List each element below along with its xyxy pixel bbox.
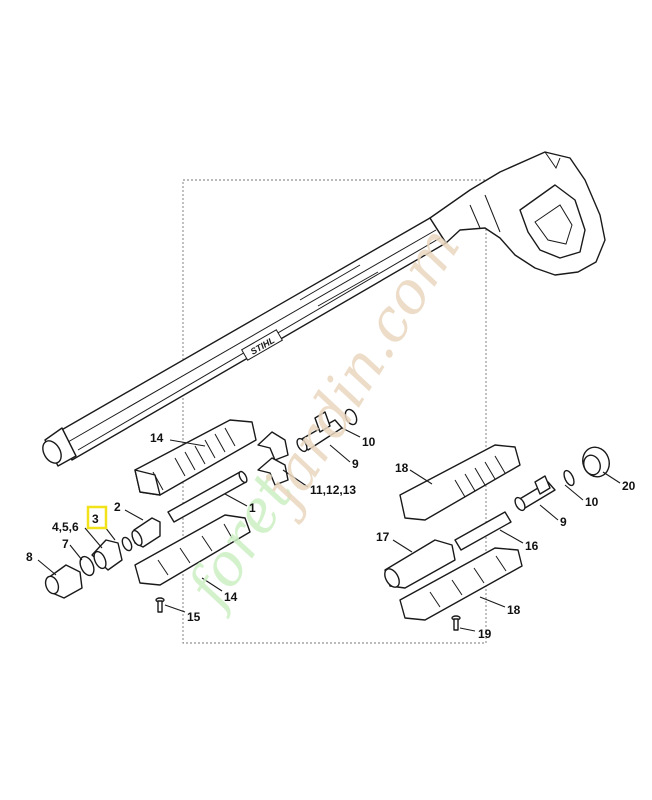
callout-16: 16 xyxy=(525,539,539,553)
callout-4-5-6: 4,5,6 xyxy=(52,520,79,534)
part-7-o-ring xyxy=(79,555,95,577)
part-14-upper-shell xyxy=(134,419,257,496)
callout-15: 15 xyxy=(187,610,201,624)
part-1-tube xyxy=(167,470,248,523)
callout-3: 3 xyxy=(92,512,99,526)
part-10-o-ring xyxy=(344,408,358,426)
part-15-screw xyxy=(155,597,165,613)
part-2-fitting xyxy=(131,517,161,548)
part-19-screw xyxy=(451,615,461,631)
part-8-nut xyxy=(44,564,83,599)
callout-10-right: 10 xyxy=(585,495,599,509)
part-3-o-ring xyxy=(121,536,133,552)
callout-2: 2 xyxy=(114,500,121,514)
spray-lance: STIHL xyxy=(42,151,606,467)
part-9-right-fitting xyxy=(514,475,556,512)
callout-9-center: 9 xyxy=(352,457,359,471)
leader-lines xyxy=(37,427,621,632)
callout-3-highlight xyxy=(86,505,108,530)
callout-19: 19 xyxy=(478,627,492,641)
callout-20: 20 xyxy=(622,479,636,493)
part-11-12-13-clips xyxy=(257,431,289,486)
part-18-upper-shell xyxy=(399,444,521,521)
part-18-lower-shell xyxy=(399,547,523,621)
callout-14-lower: 14 xyxy=(224,590,238,604)
callout-labels: 14 1 2 3 4,5,6 7 8 10 9 11,12,13 14 15 1… xyxy=(26,431,636,641)
part-17-body xyxy=(384,539,456,589)
part-20-cap xyxy=(582,446,610,478)
callout-11-12-13: 11,12,13 xyxy=(310,483,356,497)
callout-18-upper: 18 xyxy=(395,461,409,475)
part-4-5-6-nozzle xyxy=(91,539,123,571)
callout-8: 8 xyxy=(26,550,33,564)
callout-7: 7 xyxy=(62,537,69,551)
callout-14-upper: 14 xyxy=(150,431,164,445)
part-10-right-o-ring xyxy=(563,469,575,487)
part-14-lower-shell xyxy=(134,514,251,586)
callout-18-lower: 18 xyxy=(507,603,521,617)
callout-9-right: 9 xyxy=(560,515,567,529)
callout-17: 17 xyxy=(376,530,390,544)
callout-1: 1 xyxy=(249,501,256,515)
part-16-tube xyxy=(454,511,512,551)
callout-10-center: 10 xyxy=(362,435,376,449)
assembly-group-outline xyxy=(182,179,487,644)
